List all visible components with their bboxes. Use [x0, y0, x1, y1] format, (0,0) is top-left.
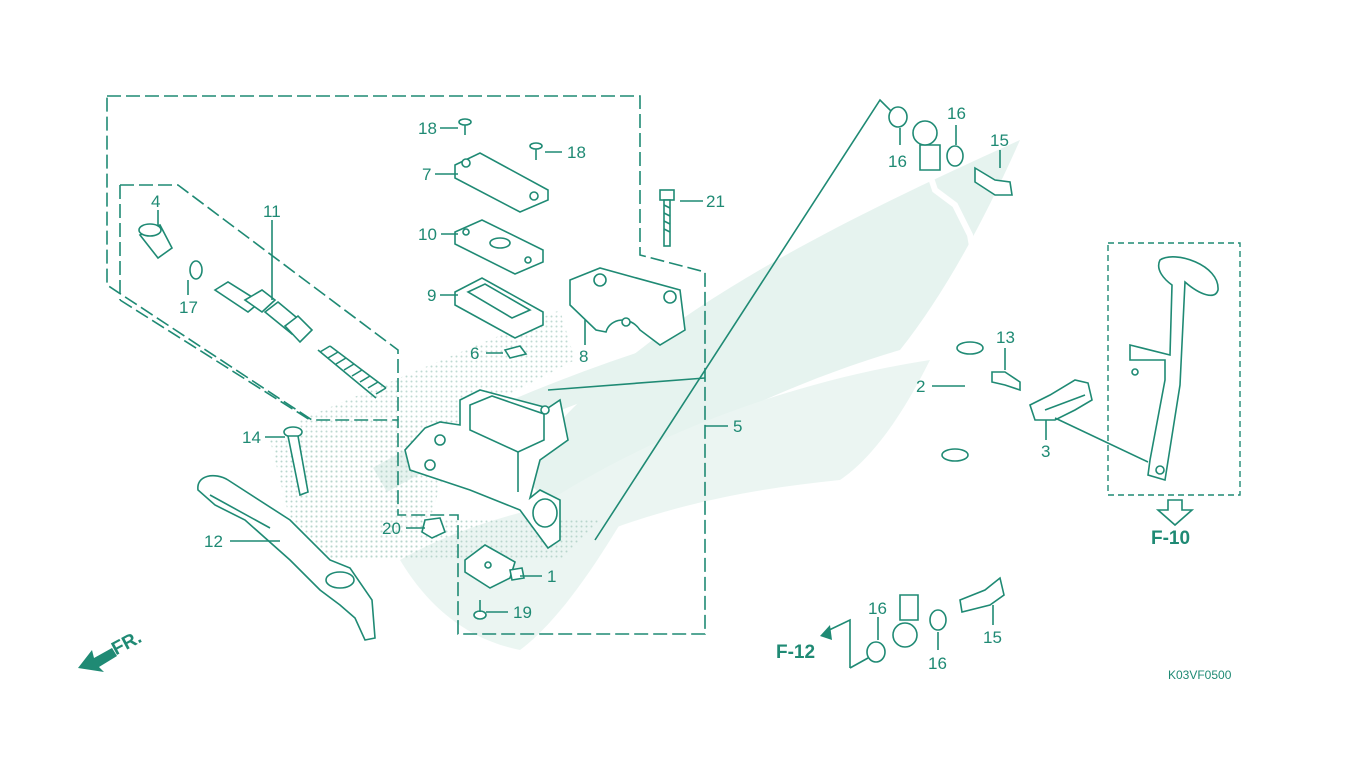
washer-16-bottom-right [929, 609, 947, 631]
shading-dots [270, 310, 600, 560]
callout-14: 14 [242, 428, 261, 447]
callout-10: 10 [418, 225, 437, 244]
callout-9: 9 [427, 286, 436, 305]
callout-1: 1 [547, 567, 556, 586]
callout-18-top: 18 [418, 119, 437, 138]
callout-16-b: 16 [888, 152, 907, 171]
bolt-13 [991, 371, 1021, 392]
piston-set-11 [213, 281, 387, 399]
callout-8: 8 [579, 347, 588, 366]
circlip-17 [189, 260, 203, 280]
callout-3: 3 [1041, 442, 1050, 461]
callout-4: 4 [151, 192, 160, 211]
diagram-code: K03VF0500 [1168, 668, 1232, 682]
bolt-15-top [974, 166, 1013, 196]
callout-20: 20 [382, 519, 401, 538]
f12-arrow-icon [820, 618, 869, 669]
reservoir-cap-7 [454, 152, 549, 213]
callout-15-top: 15 [990, 131, 1009, 150]
part-6-float [503, 345, 528, 359]
screw-18-right [529, 142, 543, 160]
callout-15-bottom: 15 [983, 628, 1002, 647]
bolt-21 [659, 189, 675, 247]
callout-2: 2 [916, 377, 925, 396]
leader-lines [157, 125, 1047, 650]
diaphragm-9 [454, 277, 544, 339]
hose-clamp-3 [1029, 379, 1093, 421]
screw-19 [473, 600, 487, 620]
callout-18-right: 18 [567, 143, 586, 162]
bracket [1129, 256, 1219, 482]
ref-f12: F-12 [776, 642, 815, 663]
pivot-bolt-14 [283, 426, 309, 497]
washer-16-bottom-left [866, 641, 886, 663]
callout-16-d: 16 [928, 654, 947, 673]
down-arrow-icon [1155, 499, 1195, 527]
banjo-bottom [892, 622, 918, 648]
callout-5: 5 [733, 417, 742, 436]
master-cylinder-body [404, 389, 569, 550]
bolt-15-bottom [959, 576, 1005, 613]
stop-switch-1 [464, 544, 525, 589]
callout-16-a: 16 [947, 104, 966, 123]
boot-4 [138, 223, 174, 260]
screw-18-top [458, 118, 472, 135]
callout-7: 7 [422, 165, 431, 184]
washer-16-top-right [946, 145, 964, 167]
ref-f10: F-10 [1151, 528, 1190, 549]
nut-20 [421, 517, 446, 539]
callout-11: 11 [263, 202, 281, 221]
washer-16-top-left [888, 106, 908, 128]
callout-12: 12 [204, 532, 223, 551]
brake-hose-2 [899, 144, 984, 621]
diaphragm-plate-10 [454, 219, 544, 275]
callout-16-c: 16 [868, 599, 887, 618]
brake-lever-12 [197, 474, 376, 641]
holder-8 [569, 267, 686, 346]
front-arrow-icon [78, 648, 117, 672]
callout-13: 13 [996, 328, 1015, 347]
master-cylinder-assembly-box [106, 95, 706, 635]
callout-21: 21 [706, 192, 725, 211]
callout-6: 6 [470, 344, 479, 363]
banjo-top [912, 120, 938, 146]
callout-17: 17 [179, 298, 198, 317]
bracket-sub-box [1107, 242, 1241, 496]
callout-19: 19 [513, 603, 532, 622]
